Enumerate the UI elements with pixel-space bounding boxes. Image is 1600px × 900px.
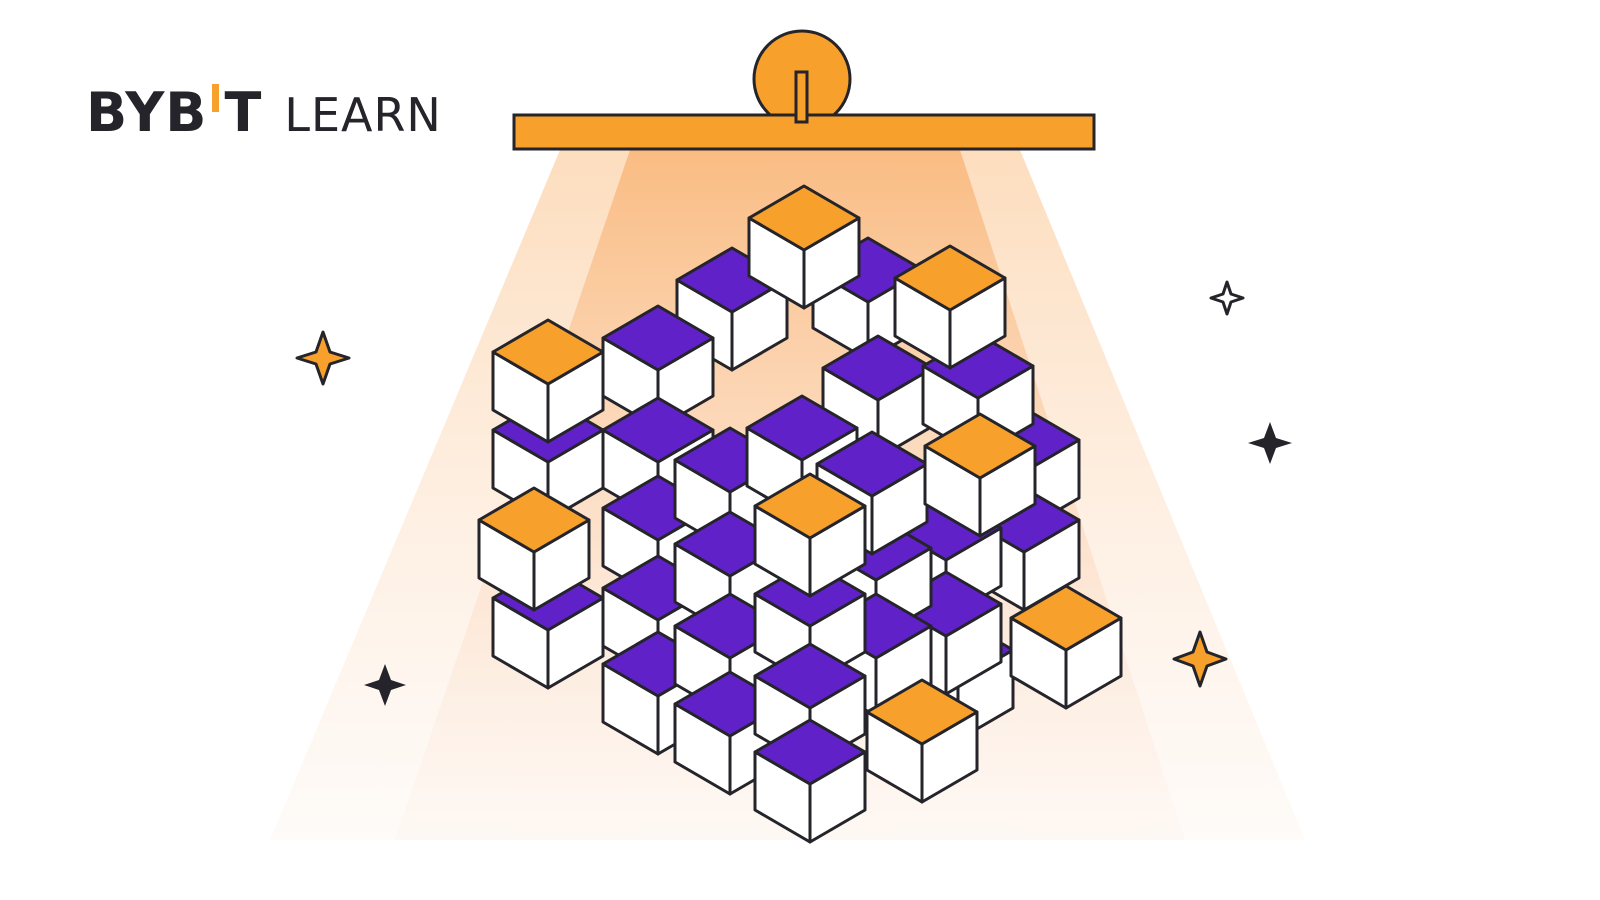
cube-top-face	[893, 244, 1007, 312]
cube-orange	[893, 244, 1007, 370]
cube-top-face	[923, 412, 1037, 480]
cube-orange	[747, 184, 861, 310]
cube-top-face	[815, 430, 929, 498]
cube-top-face	[491, 318, 605, 386]
cube-orange	[477, 486, 591, 612]
cube-purple	[753, 718, 867, 844]
cube-top-face	[753, 472, 867, 540]
cube-top-face	[745, 394, 859, 462]
sparkles	[295, 280, 1292, 706]
cube-top-face	[601, 304, 715, 372]
cube-orange	[1009, 584, 1123, 710]
cube-top-face	[477, 486, 591, 554]
brand-name-left: BYB	[86, 81, 208, 144]
cube-top-face	[747, 184, 861, 252]
cube-purple	[491, 564, 605, 690]
brand-learn-label: LEARN	[284, 88, 442, 142]
brand-name-right: T	[224, 81, 263, 144]
cube-top-face	[1009, 584, 1123, 652]
sparkle-orange-icon	[295, 330, 351, 386]
cube-top-face	[821, 334, 935, 402]
cube-orange	[923, 412, 1037, 538]
cube-orange	[753, 472, 867, 598]
sparkle-outline-icon	[1209, 280, 1245, 316]
sparkle-orange-icon	[1172, 630, 1228, 688]
brand-i-bar	[212, 84, 220, 112]
sparkle-dark-icon	[1248, 422, 1292, 464]
cube-top-face	[753, 642, 867, 710]
sparkle-dark-icon	[364, 664, 406, 706]
cube-top-face	[601, 396, 715, 464]
cube-cluster	[477, 184, 1123, 844]
lamp-icon	[512, 29, 1096, 151]
cube-orange	[865, 678, 979, 804]
cube-top-face	[865, 678, 979, 746]
cube-orange	[491, 318, 605, 444]
cube-top-face	[753, 718, 867, 786]
cube-purple	[821, 334, 935, 460]
